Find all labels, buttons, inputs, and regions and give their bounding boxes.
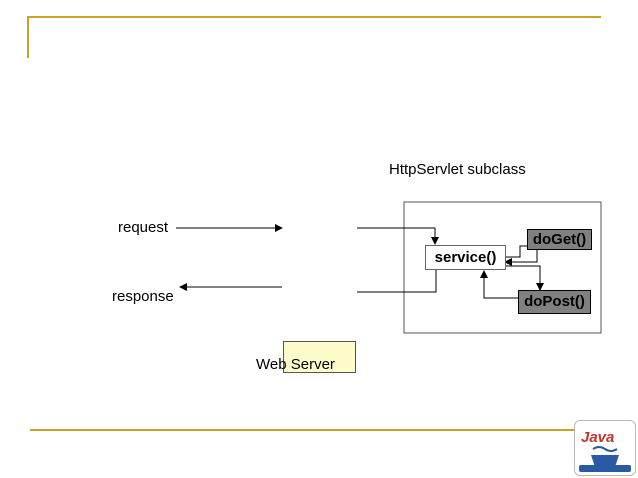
- service-method-label: service(): [434, 249, 497, 266]
- logo-banner: [579, 465, 631, 472]
- service-method-box: service(): [425, 245, 506, 270]
- bottom-rule: [30, 429, 578, 431]
- top-rule: [27, 16, 601, 18]
- subclass-label: HttpServlet subclass: [389, 161, 526, 178]
- dopost-method-box: doPost(): [518, 290, 591, 314]
- coffee-cup-icon: [591, 446, 619, 467]
- response-label: response: [112, 288, 174, 305]
- java-logo-icon: Java: [574, 420, 636, 476]
- dopost-method-label: doPost(): [524, 293, 585, 310]
- left-rule: [27, 16, 29, 58]
- doget-method-box: doGet(): [527, 229, 592, 250]
- web-server-box: [283, 341, 356, 373]
- request-label: request: [118, 219, 169, 236]
- doget-method-label: doGet(): [532, 231, 587, 248]
- logo-text: Java: [581, 429, 615, 446]
- web-server-label: Web Server: [256, 356, 335, 373]
